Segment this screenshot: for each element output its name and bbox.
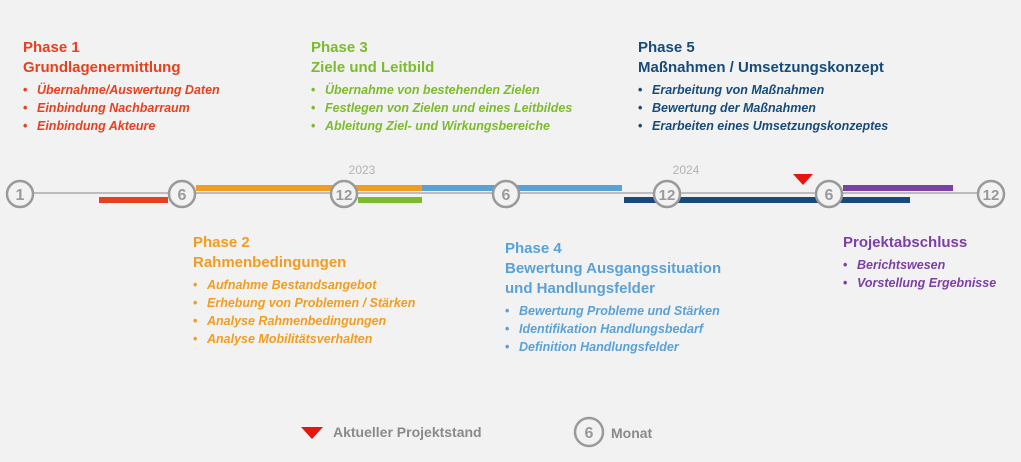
- phase-2-subtitle: Rahmenbedingungen: [193, 254, 347, 271]
- month-marker: 6: [491, 179, 521, 209]
- phase-3-block: Phase 3 Ziele und Leitbild Übernahme von…: [311, 38, 572, 135]
- month-marker: 12: [329, 179, 359, 209]
- legend-month-icon: 6: [573, 416, 605, 448]
- phase-4-items: Bewertung Probleme und Stärken Identifik…: [505, 302, 721, 356]
- legend-month-label: Monat: [611, 425, 653, 441]
- legend-month-sample: 6: [585, 425, 594, 442]
- phase-1-items: Übernahme/Auswertung Daten Einbindung Na…: [23, 81, 220, 135]
- phase-4-subtitle-2: und Handlungsfelder: [505, 280, 655, 297]
- list-item: Vorstellung Ergebnisse: [843, 274, 996, 292]
- phase-3-title: Phase 3: [311, 39, 368, 56]
- list-item: Einbindung Akteure: [23, 117, 220, 135]
- month-marker: 1: [5, 179, 35, 209]
- month-label: 6: [178, 187, 187, 204]
- phase-3-subtitle: Ziele und Leitbild: [311, 59, 435, 76]
- phase-1-title: Phase 1: [23, 39, 80, 56]
- month-label: 6: [502, 187, 511, 204]
- phase-5-title: Phase 5: [638, 39, 695, 56]
- phase-3-items: Übernahme von bestehenden Zielen Festleg…: [311, 81, 572, 135]
- phase-5-items: Erarbeitung von Maßnahmen Bewertung der …: [638, 81, 888, 135]
- month-label: 12: [659, 187, 676, 204]
- list-item: Analyse Rahmenbedingungen: [193, 312, 415, 330]
- phase-4-block: Phase 4 Bewertung Ausgangssituation und …: [505, 239, 721, 356]
- legend-current-label: Aktueller Projektstand: [333, 424, 482, 440]
- list-item: Definition Handlungsfelder: [505, 338, 721, 356]
- phase-2-block: Phase 2 Rahmenbedingungen Aufnahme Besta…: [193, 233, 415, 348]
- phase-5-block: Phase 5 Maßnahmen / Umsetzungskonzept Er…: [638, 38, 888, 135]
- phase-4-subtitle: Bewertung Ausgangssituation: [505, 260, 722, 277]
- month-marker: 12: [652, 179, 682, 209]
- list-item: Berichtswesen: [843, 256, 996, 274]
- list-item: Identifikation Handlungsbedarf: [505, 320, 721, 338]
- phase-1-bar: [99, 197, 168, 203]
- list-item: Erarbeitung von Maßnahmen: [638, 81, 888, 99]
- phase-5-bar: [624, 197, 910, 203]
- year-label-2023: 2023: [349, 163, 376, 177]
- phase-3-bar: [358, 197, 422, 203]
- list-item: Übernahme/Auswertung Daten: [23, 81, 220, 99]
- list-item: Festlegen von Zielen und eines Leitbilde…: [311, 99, 572, 117]
- list-item: Aufnahme Bestandsangebot: [193, 276, 415, 294]
- phase-4-bar: [422, 185, 622, 191]
- phase-1-block: Phase 1 Grundlagenermittlung Übernahme/A…: [23, 38, 220, 135]
- legend-marker-icon: [301, 427, 323, 439]
- phase-6-items: Berichtswesen Vorstellung Ergebnisse: [843, 256, 996, 292]
- list-item: Erhebung von Problemen / Stärken: [193, 294, 415, 312]
- phase-2-title: Phase 2: [193, 234, 250, 251]
- month-label: 12: [336, 187, 353, 204]
- list-item: Analyse Mobilitätsverhalten: [193, 330, 415, 348]
- list-item: Erarbeiten eines Umsetzungskonzeptes: [638, 117, 888, 135]
- phase-2-bar: [196, 185, 422, 191]
- phase-6-bar: [843, 185, 953, 191]
- month-label: 6: [825, 187, 834, 204]
- phase-6-title: Projektabschluss: [843, 234, 968, 251]
- year-label-2024: 2024: [673, 163, 700, 177]
- month-marker: 6: [167, 179, 197, 209]
- list-item: Einbindung Nachbarraum: [23, 99, 220, 117]
- phase-4-title: Phase 4: [505, 240, 562, 257]
- month-label: 12: [983, 187, 1000, 204]
- list-item: Bewertung der Maßnahmen: [638, 99, 888, 117]
- phase-6-block: Projektabschluss Berichtswesen Vorstellu…: [843, 233, 996, 292]
- month-marker: 6: [814, 179, 844, 209]
- list-item: Übernahme von bestehenden Zielen: [311, 81, 572, 99]
- month-marker: 12: [976, 179, 1006, 209]
- current-status-marker: [793, 174, 813, 185]
- phase-5-subtitle: Maßnahmen / Umsetzungskonzept: [638, 59, 884, 76]
- month-label: 1: [16, 187, 25, 204]
- list-item: Bewertung Probleme und Stärken: [505, 302, 721, 320]
- phase-2-items: Aufnahme Bestandsangebot Erhebung von Pr…: [193, 276, 415, 348]
- list-item: Ableitung Ziel- und Wirkungsbereiche: [311, 117, 572, 135]
- phase-1-subtitle: Grundlagenermittlung: [23, 59, 181, 76]
